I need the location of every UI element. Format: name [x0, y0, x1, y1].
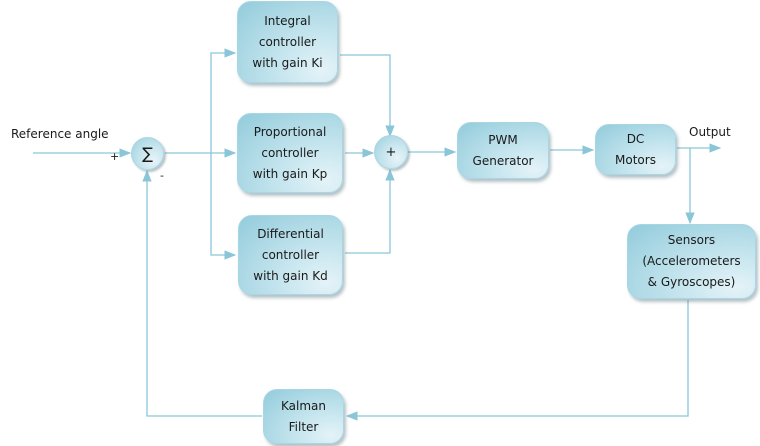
- differential-controller-block: Differential controller with gain Kd: [238, 215, 343, 295]
- edge-integral-to-adder: [340, 54, 395, 138]
- summing-junction: ∑: [131, 137, 164, 170]
- adder-symbol: +: [385, 144, 397, 160]
- kalman-filter-label: Kalman Filter: [281, 398, 326, 434]
- minus-sign-label: -: [160, 169, 164, 182]
- edge-branch-to-differential: [210, 153, 237, 260]
- edge-differential-to-adder: [345, 168, 395, 254]
- proportional-controller-block: Proportional controller with gain Kp: [237, 113, 343, 193]
- pwm-generator-label: PWM Generator: [472, 132, 534, 168]
- differential-controller-label: Differential controller with gain Kd: [253, 226, 328, 283]
- pwm-generator-block: PWM Generator: [457, 122, 549, 179]
- plus-sign-label: +: [110, 150, 120, 163]
- dc-motors-label: DC Motors: [615, 131, 656, 167]
- reference-angle-label: Reference angle: [11, 127, 109, 141]
- edge-kalman-to-sum: [142, 169, 262, 417]
- integral-controller-label: Integral controller with gain Ki: [252, 13, 323, 70]
- sigma-symbol: ∑: [142, 144, 153, 163]
- sensors-block: Sensors (Accelerometers & Gyroscopes): [627, 224, 756, 299]
- proportional-controller-label: Proportional controller with gain Kp: [252, 124, 328, 181]
- integral-controller-block: Integral controller with gain Ki: [237, 1, 338, 83]
- sensors-label: Sensors (Accelerometers & Gyroscopes): [642, 233, 741, 289]
- adder-junction: +: [374, 135, 408, 169]
- edge-sensors-to-kalman: [345, 300, 689, 421]
- edge-branch-to-integral: [210, 48, 237, 153]
- dc-motors-block: DC Motors: [595, 124, 676, 175]
- output-label: Output: [689, 125, 731, 139]
- kalman-filter-block: Kalman Filter: [263, 389, 344, 444]
